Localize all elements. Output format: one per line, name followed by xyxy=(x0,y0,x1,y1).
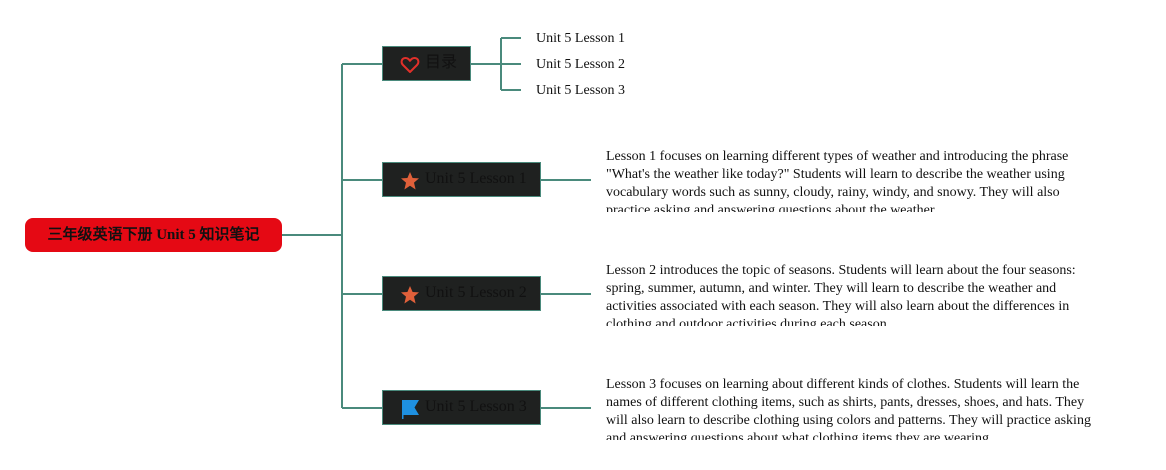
note-lesson-2: Lesson 2 introduces the topic of seasons… xyxy=(606,263,1076,326)
branch-toc[interactable]: 目录 xyxy=(382,46,471,81)
star-icon xyxy=(401,286,419,304)
branch-lesson-2-label: Unit 5 Lesson 2 xyxy=(425,284,527,301)
note-lesson-3: Lesson 3 focuses on learning about diffe… xyxy=(606,377,1091,440)
root-topic[interactable]: 三年级英语下册 Unit 5 知识笔记 xyxy=(25,218,282,252)
branch-lesson-1-label: Unit 5 Lesson 1 xyxy=(425,170,527,187)
branch-lesson-2[interactable]: Unit 5 Lesson 2 xyxy=(382,276,541,311)
note-lesson-1: Lesson 1 focuses on learning different t… xyxy=(606,149,1069,212)
toc-item-lesson-2[interactable]: Unit 5 Lesson 2 xyxy=(536,57,626,72)
branch-lesson-3[interactable]: Unit 5 Lesson 3 xyxy=(382,390,541,425)
heart-icon xyxy=(400,57,420,73)
star-icon xyxy=(401,172,419,190)
toc-item-lesson-1[interactable]: Unit 5 Lesson 1 xyxy=(536,31,626,46)
root-topic-label: 三年级英语下册 Unit 5 知识笔记 xyxy=(47,227,260,243)
branch-lesson-3-label: Unit 5 Lesson 3 xyxy=(425,398,527,415)
branch-lesson-1[interactable]: Unit 5 Lesson 1 xyxy=(382,162,541,197)
flag-icon xyxy=(402,400,419,419)
branch-toc-label: 目录 xyxy=(425,54,458,71)
toc-item-lesson-3[interactable]: Unit 5 Lesson 3 xyxy=(536,83,626,98)
